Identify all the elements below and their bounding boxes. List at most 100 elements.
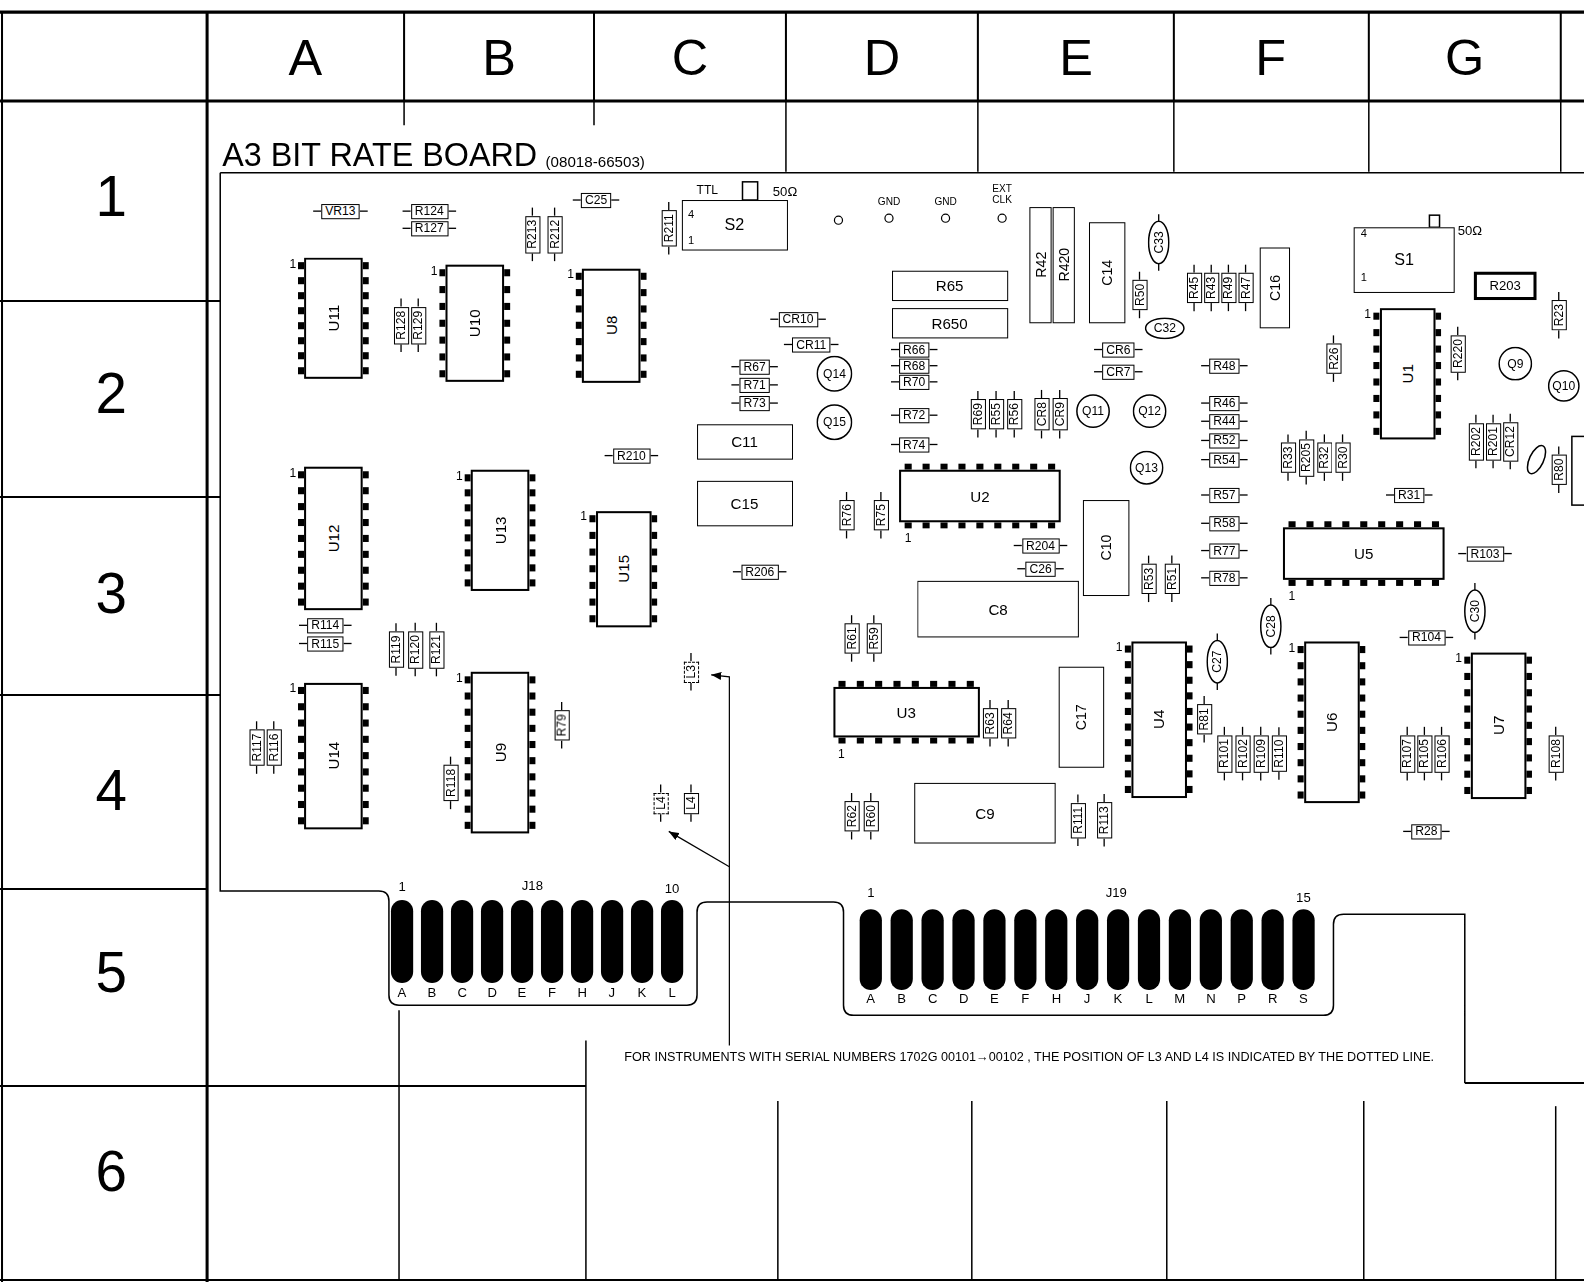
pin-number: 1 (1364, 308, 1371, 321)
grid-line (1465, 1082, 1584, 1084)
ic-pin (1360, 580, 1367, 586)
frame-line (0, 1279, 1584, 1281)
resistor-symbol: R23 (1551, 300, 1566, 330)
component-lead (1260, 772, 1261, 780)
row-label: 2 (95, 363, 126, 425)
part-label: R63 (984, 712, 996, 734)
part-label: U12 (326, 525, 341, 553)
pin-letter: L (1145, 992, 1152, 1006)
ic-pin (640, 371, 646, 378)
resistor-symbol: R69 (970, 399, 985, 429)
ic-pin (529, 504, 535, 511)
ic-pin (363, 785, 369, 792)
resistor-symbol: R72 (899, 408, 929, 423)
capacitor-symbol: C27 (1206, 639, 1228, 683)
test-point (942, 214, 950, 222)
component-lead (256, 721, 257, 729)
edge-finger (511, 900, 533, 983)
ic-pin (967, 737, 974, 743)
ic-pin (529, 806, 535, 813)
ic-pin (529, 822, 535, 829)
connector-name: J19 (1106, 886, 1127, 900)
resistor-symbol: R56 (1007, 399, 1022, 429)
ic-package: U1 (1379, 308, 1435, 439)
part-label: R73 (743, 397, 765, 409)
ic-package: U9 (471, 672, 530, 834)
resistor-symbol: R45 (1186, 273, 1201, 303)
component-lead (830, 344, 838, 345)
part-label: R26 (1327, 348, 1339, 370)
ic-pin (1526, 738, 1532, 745)
resistor-symbol: R102 (1235, 735, 1250, 772)
part-label: R49 (1222, 277, 1234, 299)
component-lead (778, 571, 786, 572)
transistor-symbol-outline (1499, 348, 1531, 380)
ic-pin (529, 579, 535, 586)
resistor-symbol: R81 (1197, 704, 1212, 734)
ic-pin (651, 532, 657, 539)
component-lead (436, 668, 437, 676)
part-label: R56 (1008, 403, 1020, 425)
ic-pin (1186, 739, 1192, 746)
part-label: R129 (412, 311, 424, 340)
component-lead (1407, 727, 1408, 735)
component-lead (1287, 434, 1288, 442)
resistor-symbol: R129 (411, 307, 426, 344)
capacitor-symbol: C32 (1145, 317, 1185, 339)
component-lead (784, 344, 792, 345)
component-lead (1242, 727, 1243, 735)
component-lead (1228, 303, 1229, 311)
frame-line (0, 100, 1584, 103)
component-lead (668, 246, 669, 254)
resistor-symbol: R73 (739, 395, 769, 410)
ic-pin (363, 322, 369, 329)
component-lead (1474, 632, 1475, 639)
resistor-symbol: R203 (1474, 272, 1537, 300)
part-label: R58 (1213, 517, 1235, 529)
component-lead (1204, 734, 1205, 742)
edge-finger (481, 900, 503, 983)
ic-pin (1359, 727, 1365, 734)
part-label: R54 (1213, 454, 1235, 466)
resistor-symbol: L4 (683, 793, 698, 814)
part-label: R60 (865, 805, 877, 827)
part-label: U8 (604, 316, 619, 335)
part-label: C26 (1029, 563, 1051, 575)
resistor-symbol: R70 (899, 374, 929, 389)
grid-line (403, 12, 405, 101)
part-label: CR7 (1106, 366, 1130, 378)
part-label: R51 (1166, 568, 1178, 590)
switch-box: S1 (1354, 227, 1455, 293)
component-box: R420 (1053, 207, 1075, 323)
component-lead (873, 654, 874, 662)
component-lead (1008, 700, 1009, 708)
component-lead (1242, 772, 1243, 780)
resistor-symbol: R119 (388, 631, 403, 667)
ic-pin (1359, 775, 1365, 782)
part-label: R48 (1213, 360, 1235, 372)
component-lead (1240, 459, 1248, 460)
part-label: R42 (1033, 252, 1047, 278)
part-label: R50 (1133, 284, 1145, 306)
grid-line (977, 12, 979, 101)
ic-pin (1306, 580, 1313, 586)
resistor-symbol: R117 (249, 729, 264, 765)
component-lead (450, 801, 451, 809)
row-label: 5 (95, 942, 126, 1004)
part-label: R75 (875, 504, 887, 526)
component-lead (1201, 440, 1209, 441)
ic-pin (940, 522, 947, 528)
component-lead (1510, 461, 1511, 469)
grid-frame (0, 12, 1584, 1282)
ic-pin (1030, 522, 1037, 528)
ic-package: U4 (1131, 641, 1187, 798)
component-lead (532, 253, 533, 261)
pin-number: 1 (399, 880, 406, 894)
ic-pin (363, 337, 369, 344)
resistor-symbol: R210 (613, 448, 650, 463)
pin-letter: M (1174, 992, 1185, 1006)
component-lead (1041, 430, 1042, 438)
component-lead (605, 455, 613, 456)
pin-letter: K (638, 986, 647, 1000)
component-lead (1014, 545, 1022, 546)
